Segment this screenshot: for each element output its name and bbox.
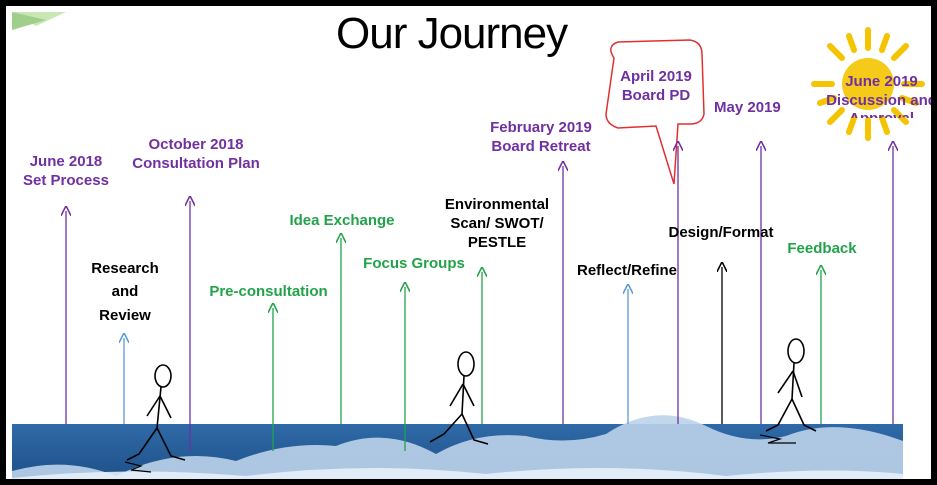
milestone-label-text: May 2019 COW Report: [714, 98, 800, 120]
activity-label: Idea Exchange: [289, 212, 395, 229]
milestone-label: May 2019 COW Report: [714, 80, 800, 120]
walking-figure: [429, 351, 489, 445]
activity-label: Design/Format: [668, 224, 774, 241]
milestone-label-text: June 2019 Discussion and Approval: [826, 72, 937, 118]
activity-label: Research and Review: [91, 260, 159, 324]
activity-label: Pre-consultation: [209, 283, 328, 300]
walking-figure: [124, 364, 186, 473]
milestone-label: June 2019 Discussion and Approval: [826, 54, 937, 118]
walking-figure: [759, 338, 817, 444]
activity-label: Environmental Scan/ SWOT/ PESTLE: [444, 196, 550, 251]
corner-decoration: [12, 12, 66, 30]
page-title: Our Journey: [336, 9, 568, 58]
diagram-graphics: [12, 12, 931, 479]
milestone-label: October 2018 Consultation Plan: [132, 136, 260, 172]
milestone-label: June 2018 Set Process: [23, 153, 109, 189]
wave-highlights: [12, 415, 903, 479]
activity-label: Focus Groups: [363, 255, 465, 272]
sun-icon: [811, 27, 925, 141]
milestone-label: April 2019 Board PD: [620, 68, 692, 104]
activity-label: Reflect/Refine: [576, 262, 678, 279]
journey-diagram: Our Journey June 2018 Set Process Octobe…: [6, 6, 937, 479]
wave-foam: [12, 467, 903, 479]
milestone-label: February 2019 Board Retreat: [490, 119, 592, 155]
speech-bubble: [605, 39, 705, 185]
activity-label: Feedback: [787, 240, 857, 257]
